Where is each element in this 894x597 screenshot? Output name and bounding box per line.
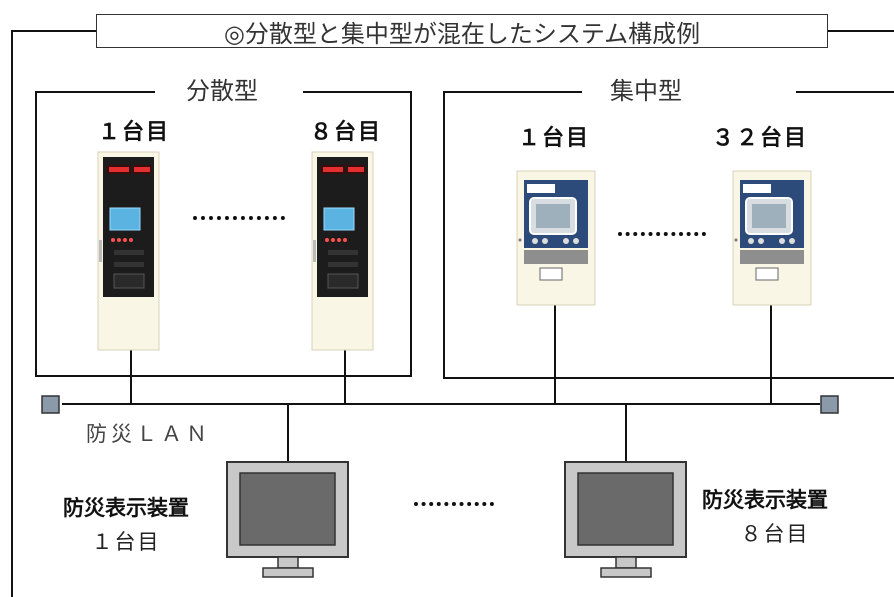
- lan-label: 防災ＬＡＮ: [86, 422, 211, 446]
- lan-terminator-left-icon: [41, 395, 60, 414]
- lan-terminator-right-icon: [820, 395, 839, 414]
- centralized-ellipsis: [618, 232, 706, 236]
- display-unit-1-icon: [226, 461, 349, 578]
- centralized-unit-1-icon: [516, 170, 596, 306]
- distributed-group-label: 分散型: [180, 79, 264, 103]
- diagram-title: ◎分散型と集中型が混在したシステム構成例: [96, 14, 828, 48]
- distributed-first-unit-label: １台目: [98, 120, 171, 145]
- centralized-first-unit-label: １台目: [518, 126, 591, 151]
- display-last-unit: ８台目: [740, 522, 810, 546]
- display-last-name: 防災表示装置: [702, 488, 828, 512]
- centralized-unit-32-icon: [732, 170, 812, 306]
- centralized-last-unit-label: ３２台目: [712, 126, 809, 151]
- centralized-group-frame: [443, 91, 894, 379]
- display-first-unit: １台目: [91, 530, 161, 554]
- distributed-ellipsis: [193, 216, 285, 220]
- distributed-unit-1-icon: [97, 151, 160, 351]
- display-first-name: 防災表示装置: [63, 496, 189, 520]
- display-unit-8-icon: [564, 461, 687, 578]
- distributed-last-unit-label: ８台目: [310, 120, 383, 145]
- outer-frame: [11, 30, 96, 597]
- centralized-group-label: 集中型: [604, 79, 688, 103]
- display-ellipsis: [414, 502, 494, 506]
- distributed-group-frame: [35, 91, 412, 377]
- distributed-unit-8-icon: [311, 151, 374, 351]
